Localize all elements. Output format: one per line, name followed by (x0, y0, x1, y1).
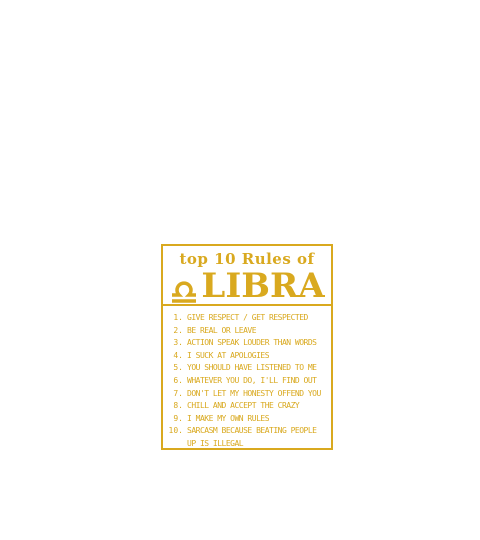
card-header: top 10 Rules of LIBRA (163, 246, 331, 306)
card-title: LIBRA (201, 266, 325, 306)
rule-number: 7. (173, 388, 183, 398)
rule-text: I MAKE MY OWN RULES (187, 413, 270, 423)
rule-number: 5. (173, 363, 183, 373)
rule-number: 2. (173, 325, 183, 335)
title-row: LIBRA (163, 269, 331, 303)
libra-symbol-icon (172, 281, 197, 303)
list-item: 2. BE REAL OR LEAVE (167, 325, 327, 338)
list-item: 8. CHILL AND ACCEPT THE CRAZY (167, 400, 327, 413)
rule-number: 3. (173, 338, 183, 348)
rule-number: 6. (173, 375, 183, 385)
rule-text: ACTION SPEAK LOUDER THAN WORDS (187, 338, 317, 348)
rules-list: 1. GIVE RESPECT / GET RESPECTED 2. BE REAL… (163, 306, 331, 451)
rule-text: I SUCK AT APOLOGIES (187, 350, 270, 360)
list-item: 1. GIVE RESPECT / GET RESPECTED (167, 312, 327, 325)
list-item: 10. SARCASM BECAUSE BEATING PEOPLE UP IS … (167, 425, 327, 450)
list-item: 3. ACTION SPEAK LOUDER THAN WORDS (167, 337, 327, 350)
rule-text: BE REAL OR LEAVE (187, 325, 257, 335)
rules-card: top 10 Rules of LIBRA 1. GIVE RESPECT / G… (161, 244, 333, 450)
list-item: 6. WHATEVER YOU DO, I'LL FIND OUT (167, 375, 327, 388)
list-item: 9. I MAKE MY OWN RULES (167, 413, 327, 426)
rule-text: GIVE RESPECT / GET RESPECTED (187, 313, 308, 322)
rule-number: 4. (173, 350, 183, 360)
rule-text: YOU SHOULD HAVE LISTENED TO ME (187, 363, 317, 373)
rule-text: WHATEVER YOU DO, I'LL FIND OUT (187, 375, 317, 385)
rule-text: DON'T LET MY HONESTY OFFEND YOU (187, 388, 321, 398)
card-subtitle: top 10 Rules of (179, 250, 315, 268)
list-item: 5. YOU SHOULD HAVE LISTENED TO ME (167, 362, 327, 375)
rule-text: SARCASM BECAUSE BEATING PEOPLE UP IS ILL… (187, 426, 317, 448)
list-item: 7. DON'T LET MY HONESTY OFFEND YOU (167, 388, 327, 401)
rule-number: 8. (173, 401, 183, 411)
list-item: 4. I SUCK AT APOLOGIES (167, 350, 327, 363)
rule-number: 10. (168, 426, 183, 436)
rule-number: 1. (173, 313, 183, 322)
rule-number: 9. (173, 413, 183, 423)
rule-text: CHILL AND ACCEPT THE CRAZY (187, 401, 300, 411)
